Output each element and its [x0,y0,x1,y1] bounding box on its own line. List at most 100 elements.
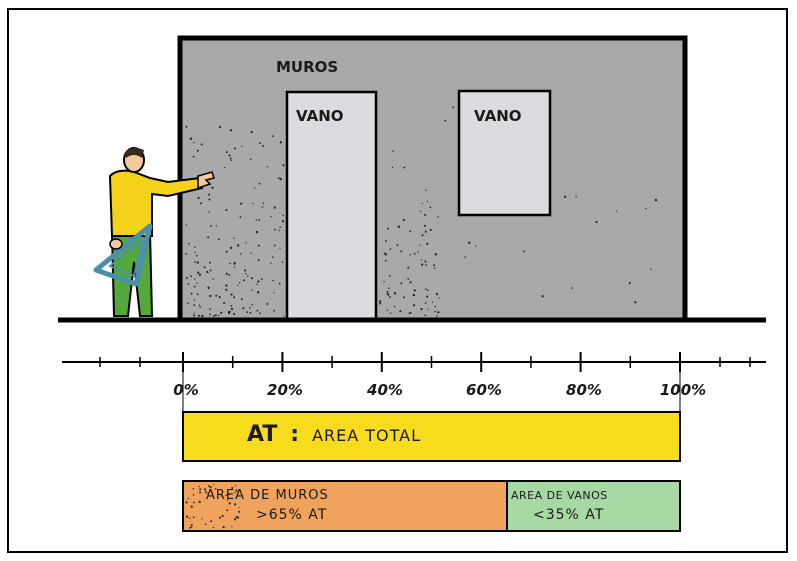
stipple-dot [474,245,477,247]
stipple-dot [234,492,236,494]
stipple-dot [434,253,437,256]
stipple-dot [396,244,399,246]
stipple-dot [426,289,429,292]
stipple-dot [615,210,618,212]
stipple-dot [185,125,188,128]
stipple-dot [225,209,228,211]
stipple-dot [273,206,276,209]
tick-label-60: 60% [466,381,502,399]
total-area-bar [182,411,681,462]
stipple-dot [250,252,252,254]
stipple-dot [199,491,202,494]
stipple-dot [402,218,405,221]
wall [177,35,688,323]
pointing-hand [197,171,215,190]
stipple-dot [387,293,390,296]
stipple-dot [185,276,188,279]
stipple-dot [388,287,390,289]
stipple-dot [233,503,237,506]
stipple-dot [563,195,567,198]
stipple-dot [190,505,193,508]
stipple-dot [226,499,229,501]
stipple-dot [400,250,403,253]
stipple-dot [237,284,239,286]
stipple-dot [426,242,429,245]
stipple-dot [240,253,242,255]
stipple-dot [389,312,392,314]
stipple-dot [261,206,264,208]
stipple-dot [185,224,188,226]
stipple-dot [384,259,387,262]
stipple-dot [190,292,193,295]
stipple-dot [230,293,233,296]
stipple-dot [195,254,198,257]
stipple-dot [199,306,201,308]
stipple-dot [187,302,189,304]
stipple-dot [192,494,195,496]
stipple-dot [235,516,238,519]
stipple-dot [192,501,195,504]
stipple-dot [207,271,209,274]
stipple-dot [523,250,525,253]
stipple-dot [209,294,212,298]
stipple-dot [189,526,191,529]
stipple-dot [437,311,440,314]
stipple-dot [187,497,190,500]
stipple-dot [437,216,439,218]
stipple-dot [386,292,389,295]
window [457,89,552,217]
stipple-dot [231,525,233,528]
stipple-dot [425,189,427,191]
stipple-dot [429,228,432,231]
percentage-scale [62,352,766,412]
stipple-dot [281,220,285,223]
total-sep: : [290,422,300,447]
stipple-dot [230,305,233,307]
stipple-dot [389,296,391,298]
stipple-dot [424,230,427,233]
stipple-dot [278,229,280,232]
total-abbr: AT [247,422,278,447]
stipple-dot [391,166,394,169]
stipple-dot [194,278,196,280]
stipple-dot [222,525,225,529]
stipple-dot [245,242,247,244]
stipple-dot [424,314,427,317]
stipple-dot [193,141,195,144]
stipple-dot [272,135,274,137]
stipple-dot [409,281,412,284]
stipple-dot [413,252,416,255]
stipple-dot [229,129,233,132]
stipple-dot [193,285,196,288]
stipple-dot [221,495,223,497]
stipple-dot [249,307,251,309]
stipple-dot [575,195,577,198]
stipple-dot [205,492,208,494]
stipple-dot [413,289,416,292]
stipple-dot [193,299,196,301]
stipple-dot [237,510,240,513]
stipple-dot [198,273,202,276]
stipple-dot [628,281,631,285]
stipple-dot [233,518,237,521]
stipple-dot [207,286,210,289]
stipple-dot [233,261,236,264]
stipple-dot [389,248,392,250]
stipple-dot [420,307,423,311]
stipple-dot [198,304,200,306]
stipple-dot [413,294,415,296]
stipple-dot [634,301,637,304]
tick-label-0: 0% [173,381,199,399]
stipple-dot [230,307,234,311]
stipple-dot [225,288,228,291]
stipple-dot [434,310,436,313]
stipple-dot [257,244,260,247]
stipple-dot [194,251,196,254]
stipple-dot [279,141,283,144]
stipple-dot [257,291,260,294]
stipple-dot [215,294,218,297]
stipple-dot [424,260,427,263]
stipple-dot [393,305,396,308]
stipple-dot [197,196,200,200]
stipple-dot [228,502,231,505]
